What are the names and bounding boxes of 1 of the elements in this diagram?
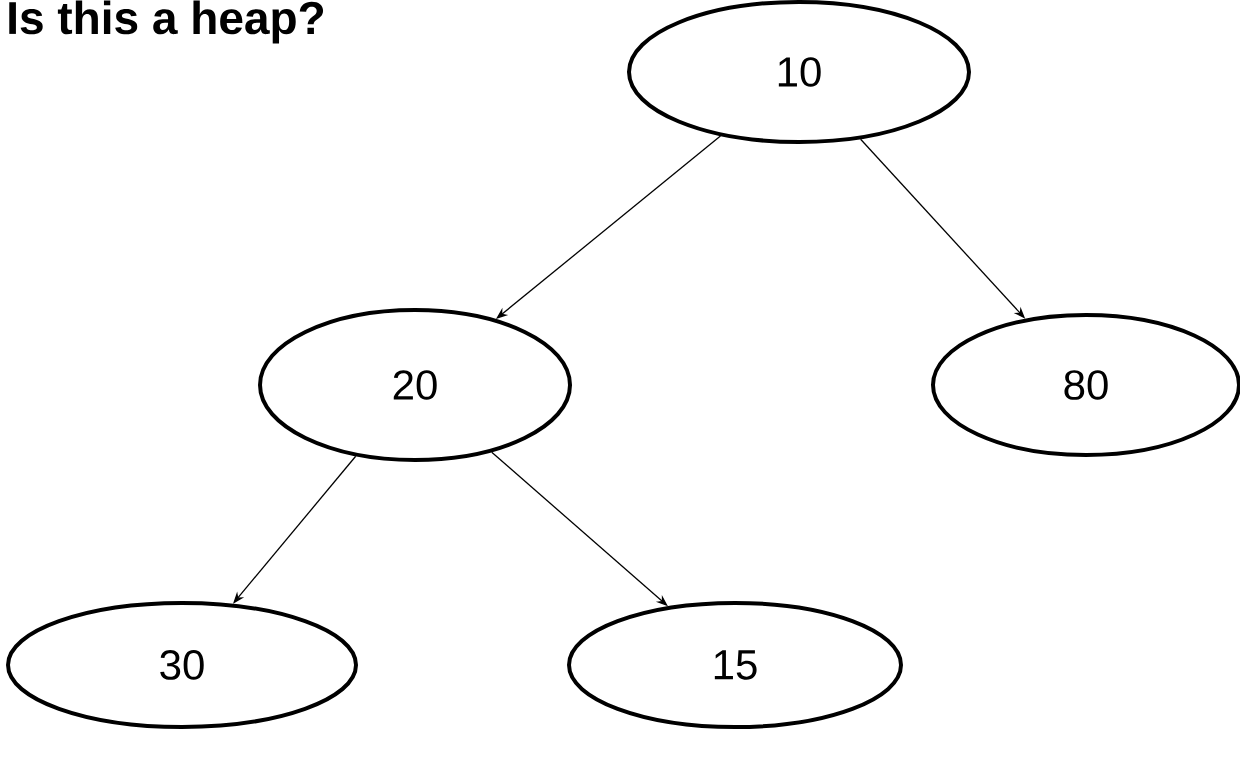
title: Is this a heap? bbox=[9, 0, 324, 44]
